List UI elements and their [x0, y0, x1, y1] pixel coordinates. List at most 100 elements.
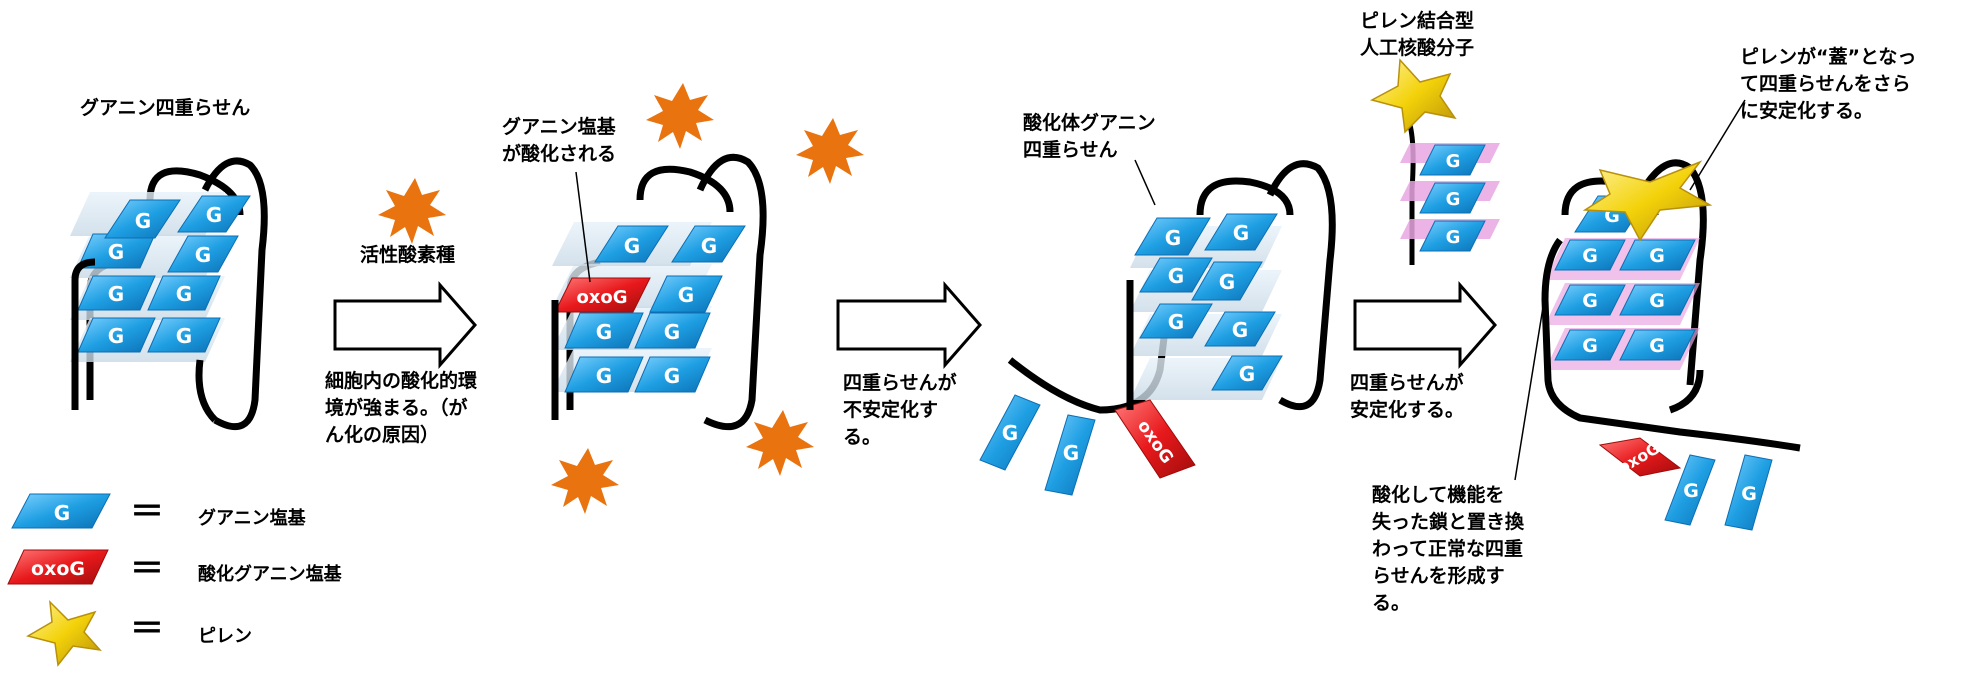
legend-pyrene-star-icon: [26, 599, 102, 667]
oxoguanine-tile: oxoG: [1114, 399, 1196, 479]
svg-text:G: G: [195, 243, 211, 267]
guanine-tile: G: [77, 233, 156, 269]
svg-text:G: G: [1683, 480, 1699, 502]
pyrene-star-icon: [1369, 58, 1457, 134]
guanine-tile: G: [77, 275, 156, 311]
svg-text:G: G: [108, 282, 124, 306]
svg-text:G: G: [624, 234, 640, 258]
guanine-tile: G: [177, 195, 251, 233]
svg-text:G: G: [1446, 189, 1461, 210]
guanine-tile: G: [1554, 239, 1626, 271]
legend-oxoguanine-label: 酸化グアニン塩基: [198, 564, 342, 585]
svg-text:G: G: [701, 234, 717, 258]
guanine-tile: G: [1619, 239, 1696, 271]
quadruplex-normal: G G G G G G G G: [70, 157, 268, 431]
svg-text:G: G: [176, 324, 192, 348]
guanine-tile: G: [564, 312, 644, 349]
quadruplex-stabilized: G G G G G G G oxoG G G: [1541, 159, 1801, 531]
ros-label: 活性酸素種: [360, 244, 456, 266]
svg-text:G: G: [1002, 421, 1018, 445]
guanine-tile: G: [1191, 261, 1263, 301]
svg-text:G: G: [1219, 270, 1235, 294]
stage3-title: 酸化体グアニン 四重らせん: [1023, 112, 1156, 161]
svg-text:G: G: [1582, 245, 1598, 267]
guanine-tile: G: [564, 356, 644, 393]
oxoguanine-tile: oxoG: [1598, 437, 1682, 477]
oxoguanine-tile: oxoG: [554, 277, 651, 313]
legend-equals-oxoguanine: ＝: [130, 549, 164, 589]
svg-text:G: G: [1232, 318, 1248, 342]
legend: G oxoG: [7, 493, 111, 667]
guanine-tile: G: [147, 275, 221, 311]
arrow-2-icon: [836, 281, 982, 369]
svg-text:G: G: [1063, 441, 1079, 465]
ros-burst-icon: [796, 118, 864, 184]
svg-text:G: G: [206, 203, 222, 227]
callout-line: [1134, 159, 1156, 206]
replacement-text: 酸化して機能を 失った鎖と置き換 わって正常な四重 らせんを形成す る。: [1372, 484, 1525, 614]
stabilization-text: 四重らせんが 安定化する。: [1350, 372, 1465, 421]
svg-text:G: G: [176, 282, 192, 306]
oxidative-cause-text: 細胞内の酸化的環 境が強まる。（が ん化の原因）: [325, 370, 478, 446]
ros-burst-icon: [746, 410, 814, 476]
guanine-tile: G: [147, 317, 221, 353]
guanine-tile: G: [1139, 303, 1213, 339]
legend-guanine-label: グアニン塩基: [198, 508, 306, 529]
quadruplex-destabilized: G G G G G G G G G oxoG: [979, 160, 1336, 496]
arrow-3-icon: [1353, 281, 1497, 369]
callout-line: [575, 171, 591, 283]
ros-burst-icon: [551, 448, 619, 514]
guanine-tile: G: [649, 275, 723, 313]
svg-text:G: G: [1582, 335, 1598, 357]
svg-text:G: G: [596, 320, 612, 344]
stage2-title: グアニン塩基 が酸化される: [502, 116, 617, 165]
guanine-tile: G: [1419, 182, 1486, 214]
legend-oxoguanine-swatch: oxoG: [7, 549, 109, 585]
svg-text:G: G: [1239, 362, 1255, 386]
svg-text:G: G: [1168, 264, 1184, 288]
svg-text:G: G: [1649, 245, 1665, 267]
svg-text:G: G: [54, 501, 70, 525]
legend-equals-guanine: ＝: [130, 492, 164, 532]
ros-burst-icon: [378, 178, 446, 244]
callout-line: [1514, 294, 1546, 481]
guanine-tile: G: [1139, 257, 1213, 293]
svg-text:oxoG: oxoG: [576, 287, 627, 308]
destabilization-text: 四重らせんが 不安定化す る。: [843, 372, 957, 448]
guanine-tile: G: [1724, 454, 1773, 531]
guanine-tile: G: [1619, 284, 1696, 316]
guanine-tile: G: [671, 225, 746, 263]
guanine-tile: G: [1134, 217, 1211, 256]
guanine-tile: G: [1554, 329, 1626, 361]
quadruplex-oxidized: G G G G oxoG G G G: [551, 154, 767, 431]
guanine-tile: G: [979, 394, 1041, 471]
guanine-tile: G: [1664, 454, 1716, 526]
svg-text:G: G: [678, 283, 694, 307]
guanine-tile: G: [1419, 144, 1486, 176]
svg-text:G: G: [1649, 335, 1665, 357]
guanine-tile: G: [594, 225, 669, 263]
legend-equals-pyrene: ＝: [130, 609, 164, 649]
svg-text:G: G: [1165, 226, 1181, 250]
svg-text:G: G: [1446, 151, 1461, 172]
svg-text:G: G: [1168, 310, 1184, 334]
svg-text:G: G: [1649, 290, 1665, 312]
svg-text:oxoG: oxoG: [31, 558, 85, 580]
svg-text:G: G: [1582, 290, 1598, 312]
svg-text:G: G: [664, 364, 680, 388]
guanine-tile: G: [1619, 329, 1696, 361]
guanine-tile: G: [1554, 284, 1626, 316]
guanine-tile: G: [167, 235, 239, 273]
arrow-1-icon: [333, 281, 477, 369]
pyrene-cap-icon: [1582, 160, 1713, 242]
svg-text:G: G: [1233, 221, 1249, 245]
guanine-tile: G: [1211, 355, 1283, 391]
guanine-tile: G: [77, 317, 156, 353]
svg-text:G: G: [664, 320, 680, 344]
pyrene-probe: G G G: [1369, 58, 1500, 265]
legend-guanine-swatch: G: [11, 493, 111, 529]
guanine-tile: G: [104, 199, 181, 239]
guanine-tile: G: [1044, 414, 1096, 496]
guanine-tile: G: [1204, 311, 1276, 347]
